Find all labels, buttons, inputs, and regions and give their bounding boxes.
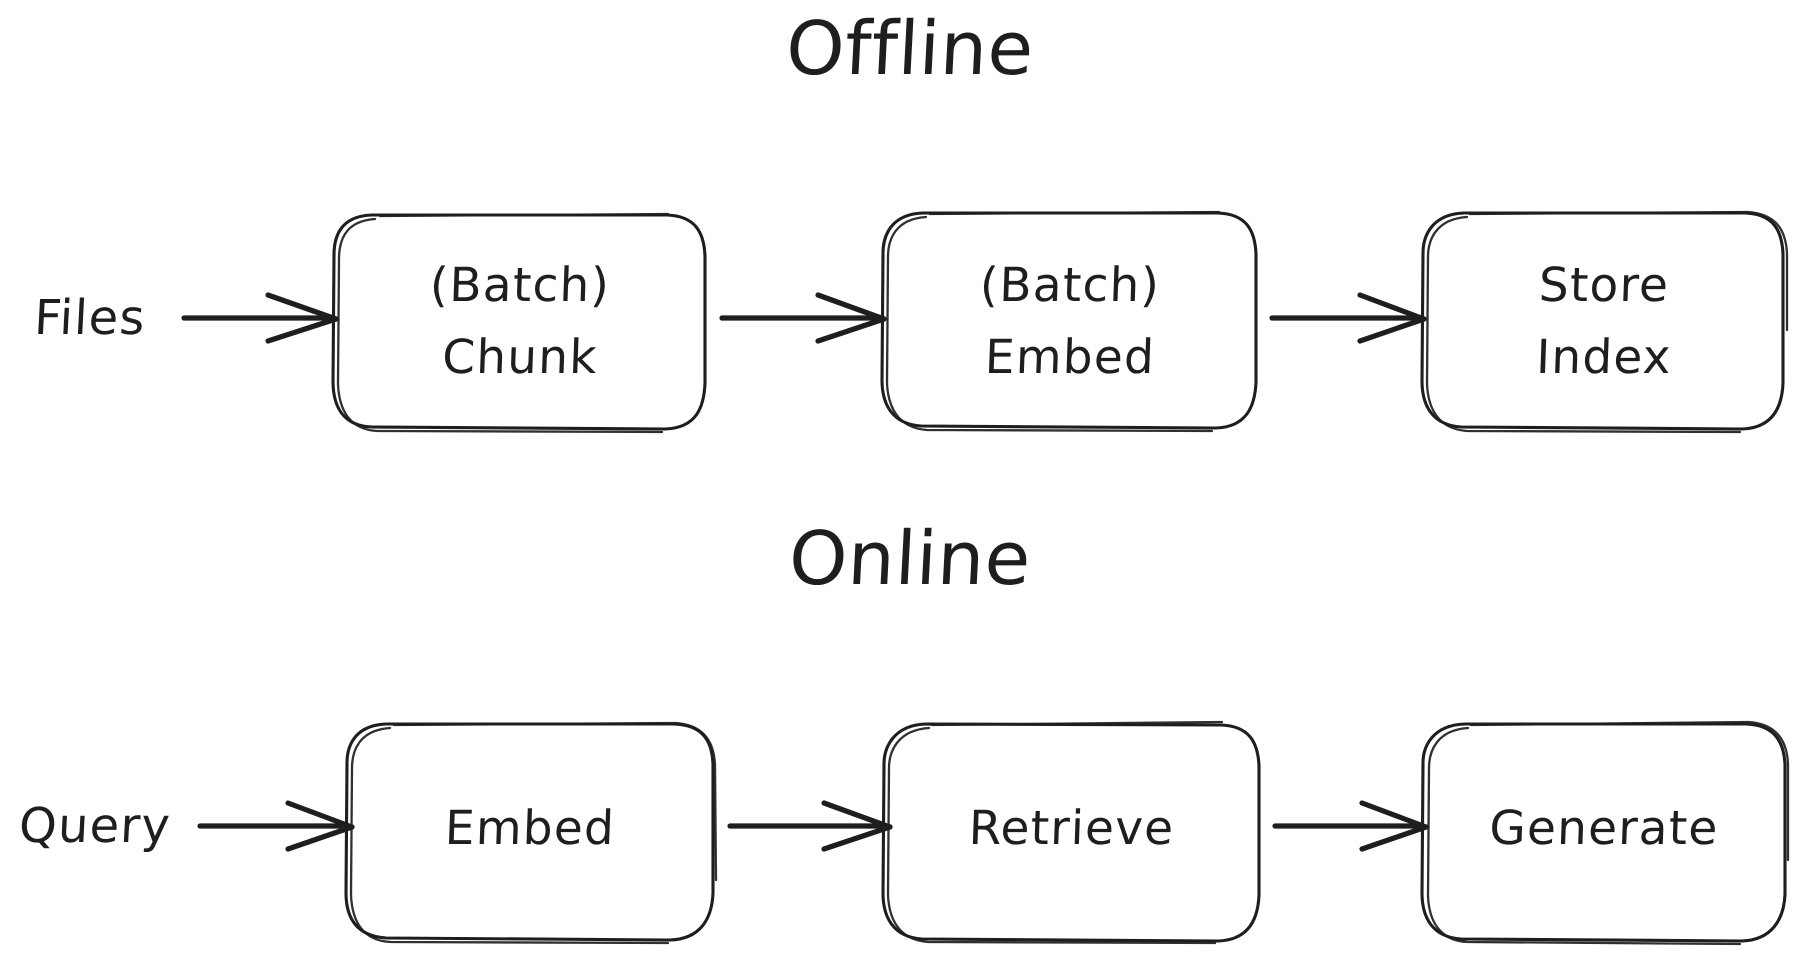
- arrow-files-to-batch-chunk: [181, 292, 339, 344]
- node-batch-chunk[interactable]: [333, 213, 707, 429]
- node-embed-shape[interactable]: [344, 721, 718, 945]
- arrow-query-to-embed: [197, 800, 355, 852]
- node-retrieve[interactable]: [883, 722, 1260, 944]
- node-store-index-shape[interactable]: [1420, 210, 1789, 434]
- node-generate[interactable]: [1422, 722, 1789, 945]
- node-batch-chunk-shape[interactable]: [331, 212, 707, 434]
- arrow-retrieve-to-generate: [1272, 800, 1429, 852]
- node-batch-embed-shape[interactable]: [880, 210, 1258, 433]
- node-embed[interactable]: [346, 722, 716, 944]
- node-retrieve-shape[interactable]: [881, 720, 1261, 945]
- arrow-batch-embed-to-store-index: [1269, 292, 1427, 344]
- arrow-batch-chunk-to-batch-embed: [719, 292, 887, 344]
- arrow-embed-to-retrieve: [727, 800, 893, 852]
- node-batch-embed[interactable]: [882, 212, 1258, 429]
- node-store-index[interactable]: [1422, 212, 1788, 430]
- node-generate-shape[interactable]: [1420, 720, 1790, 946]
